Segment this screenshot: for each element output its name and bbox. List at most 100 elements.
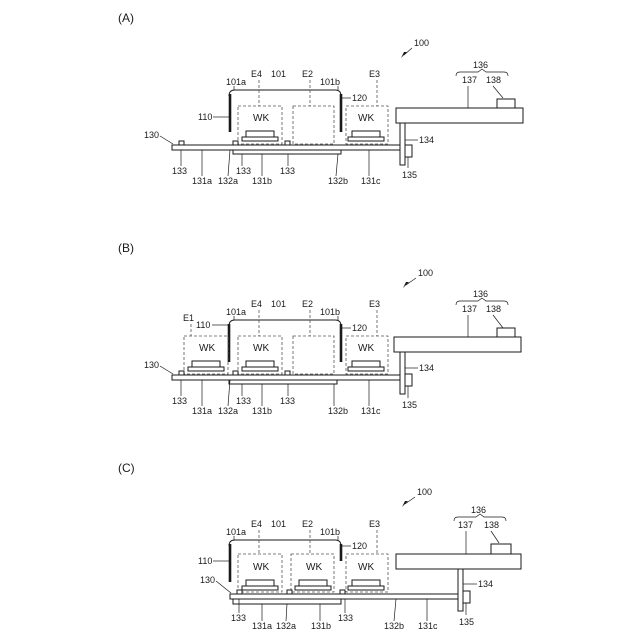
drive-right-label: 138 — [486, 75, 501, 85]
bottom-label: 133 — [172, 396, 187, 406]
bottom-label: 132b — [328, 406, 348, 416]
slide-label: 134 — [419, 363, 434, 373]
drive-motor — [497, 328, 515, 337]
bottom-lead — [228, 150, 230, 176]
bottom-label: 131a — [252, 621, 272, 631]
bottom-label: 133 — [236, 166, 251, 176]
drive-left-label: 137 — [462, 304, 477, 314]
slide-label: 134 — [419, 135, 434, 145]
workpiece — [246, 131, 274, 137]
stopper — [340, 590, 345, 594]
enclosure-left-label: 101a — [226, 307, 246, 317]
bottom-label: 132b — [384, 621, 404, 631]
bottom-label: 131c — [361, 406, 381, 416]
workpiece — [246, 580, 274, 586]
panel-a: (A) 100 136 137 138 134 135 101 101a 101… — [118, 11, 523, 186]
bottom-label: 133 — [172, 166, 187, 176]
workpiece — [352, 131, 380, 137]
drive-unit — [396, 108, 523, 123]
workpiece-label: WK — [358, 113, 374, 124]
zone-label: E4 — [251, 519, 262, 529]
system-arrow — [405, 497, 415, 504]
drive-unit — [396, 554, 521, 569]
base-label: 135 — [402, 400, 417, 410]
base-label: 135 — [459, 617, 474, 627]
drive-motor — [497, 99, 515, 108]
enclosure-label: 101 — [271, 299, 286, 309]
workpiece-label: WK — [253, 343, 269, 354]
stopper — [285, 371, 290, 375]
workpiece-label: WK — [199, 343, 215, 354]
drive-label: 136 — [473, 60, 488, 70]
bottom-label: 133 — [280, 166, 295, 176]
enclosure-right-label: 101b — [320, 77, 340, 87]
door-right-label: 120 — [352, 541, 367, 551]
door-left-label: 110 — [196, 320, 210, 330]
slide-column — [400, 352, 405, 394]
bottom-label: 133 — [236, 396, 251, 406]
zone-label: E4 — [251, 69, 262, 79]
bottom-label: 132a — [218, 406, 238, 416]
zone-label: E2 — [302, 299, 313, 309]
bottom-lead — [336, 154, 338, 176]
enclosure-top — [229, 540, 341, 546]
base-block — [405, 374, 412, 386]
base-block — [463, 591, 470, 603]
system-label: 100 — [418, 268, 433, 278]
system-arrowhead — [403, 282, 409, 288]
zone-label: E2 — [302, 69, 313, 79]
zone-box — [293, 336, 334, 374]
pallet — [295, 586, 331, 590]
drive-right-lead — [493, 86, 503, 98]
door-left-label: 110 — [198, 112, 212, 122]
rail-lead — [216, 581, 231, 593]
enclosure-left-label: 101a — [226, 527, 246, 537]
carriage — [229, 380, 337, 384]
rail-label: 130 — [144, 360, 159, 370]
enclosure-right-label: 101b — [320, 307, 340, 317]
pallet — [348, 367, 384, 371]
enclosure-label: 101 — [271, 69, 286, 79]
system-arrow — [406, 278, 416, 285]
stopper — [287, 590, 292, 594]
base-label: 135 — [402, 170, 417, 180]
bottom-label: 133 — [231, 613, 246, 623]
workpiece — [192, 361, 220, 367]
bottom-label: 133 — [280, 396, 295, 406]
carriage — [233, 599, 341, 604]
base-block — [405, 145, 412, 157]
drive-left-label: 137 — [462, 75, 477, 85]
pallet — [188, 367, 224, 371]
rail-label: 130 — [144, 130, 159, 140]
slide-label: 134 — [478, 579, 493, 589]
bottom-label: 131c — [361, 176, 381, 186]
bottom-label: 133 — [338, 613, 353, 623]
workpiece — [352, 580, 380, 586]
system-arrow — [404, 48, 412, 55]
bottom-label: 132a — [276, 621, 296, 631]
drive-left-label: 137 — [458, 520, 473, 530]
bottom-label: 131b — [252, 406, 272, 416]
bottom-lead — [394, 599, 396, 621]
bottom-label: 131b — [252, 176, 272, 186]
bottom-label: 132b — [328, 176, 348, 186]
stopper — [179, 141, 184, 145]
bottom-label: 132a — [218, 176, 238, 186]
bottom-label: 131b — [311, 621, 331, 631]
workpiece — [352, 361, 380, 367]
rail-label: 130 — [200, 575, 215, 585]
drive-right-label: 138 — [486, 304, 501, 314]
panel-b: (B) 100 136 137 138 134 135 101 101a 101… — [118, 241, 521, 416]
stopper — [233, 141, 238, 145]
door-right-label: 120 — [352, 323, 367, 333]
stopper — [233, 371, 238, 375]
stopper — [237, 590, 242, 594]
zone-box — [293, 106, 334, 144]
enclosure-top — [229, 90, 341, 96]
panel-label: (B) — [118, 241, 134, 255]
zone-label: E2 — [302, 519, 313, 529]
workpiece-label: WK — [358, 343, 374, 354]
drive-right-lead — [491, 531, 499, 543]
